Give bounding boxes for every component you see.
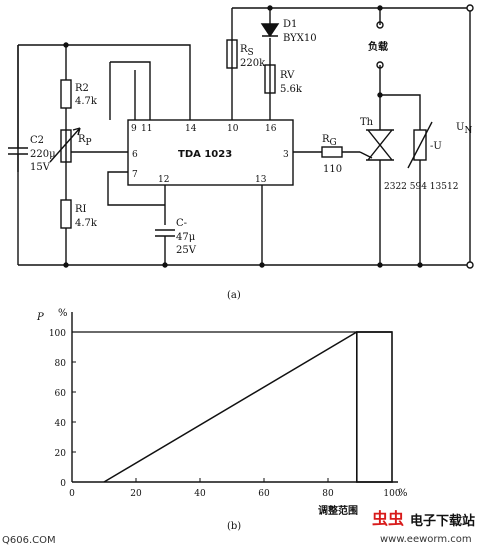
d1-name: D1 [283,19,297,30]
r1-value: 4.7k [75,218,98,229]
load-terminal-top [376,21,384,29]
c-value2: 25V [176,245,197,256]
x-tick-label: 60 [258,489,270,499]
r2-value: 4.7k [75,96,98,107]
wire-pin7 [107,171,165,206]
rs-resistor [226,39,238,69]
c2-name: C2 [30,135,44,146]
rg-resistor [321,146,343,158]
caption-b: (b) [227,521,241,532]
rs-value: 220k [240,58,266,69]
c-capacitor [155,229,175,265]
thermistor-arrow [407,121,433,169]
graph: 0 20 40 60 80 100 0 20 40 60 80 100 P % % 调整范围 (b) [36,308,408,532]
rp-potentiometer [60,129,72,163]
r2-resistor [60,79,72,109]
y-tick-label: 0 [60,479,66,489]
circuit-labels: TDA 1023 11 14 10 16 9 6 7 12 13 3 D1 BY… [30,19,472,301]
un-name: UN [456,122,472,136]
rv-resistor [264,64,276,94]
un-terminal-bottom [466,261,474,269]
y-axis-unit: % [58,308,68,319]
c2-value1: 220μ [30,149,56,160]
thermistor-label: -U [430,141,442,152]
pin-11-label: 11 [141,124,152,134]
ic-name: TDA 1023 [178,149,232,160]
watermark-left: Q606.COM [2,535,56,545]
watermark-title: 电子下载站 [410,513,475,529]
pin-7-label: 7 [132,170,138,180]
power-curve [103,331,392,483]
plot-area: 0 20 40 60 80 100 0 20 40 60 80 100 [49,312,401,499]
c-name: C- [176,218,187,229]
un-terminal-top [466,4,474,12]
pin-16-label: 16 [265,124,277,134]
wire-top-rail [18,44,191,120]
pin-12-label: 12 [158,175,169,185]
wire-thermistor [380,94,421,265]
x-tick-label: 20 [130,489,142,499]
x-axis-unit: % [398,488,408,499]
x-tick-label: 0 [69,489,75,499]
rg-value: 110 [323,164,342,175]
rp-arrow [49,127,81,163]
x-tick-label: 40 [194,489,206,499]
thermistor [413,129,427,161]
d1-diode [260,23,280,38]
rg-name: RG [322,134,337,148]
th-name: Th [360,117,374,128]
y-axis-symbol: P [36,312,44,323]
pin-3-label: 3 [283,150,289,160]
r2-name: R2 [75,83,89,94]
y-tick-label: 20 [55,449,67,459]
y-tick-label: 40 [55,419,67,429]
c2-capacitor [8,130,28,172]
y-tick-label: 100 [49,329,66,339]
pin-14-label: 14 [185,124,197,134]
r1-resistor [60,199,72,229]
thermistor-part: 2322 594 13512 [384,182,458,192]
x-axis-label: 调整范围 [318,504,358,517]
regulation-box [355,331,393,483]
pin-10-label: 10 [227,124,239,134]
watermark-logo: 虫虫 [372,509,404,528]
d1-part: BYX10 [283,33,317,44]
x-tick-label: 100 [383,489,400,499]
rs-name: RS [240,44,254,58]
y-tick-label: 60 [55,389,67,399]
circuit-diagram [8,4,474,269]
wire-pin11-top [110,61,151,120]
pin-6-label: 6 [132,150,138,160]
watermarks: Q606.COM 虫虫 电子下载站 www.eeworm.com [2,509,475,545]
watermark-url: www.eeworm.com [380,534,472,545]
pin-9-label: 9 [131,124,137,134]
pin-13-label: 13 [255,175,267,185]
triac [359,129,394,161]
c2-value2: 15V [30,162,51,173]
caption-a: (a) [227,290,241,301]
rv-name: RV [280,70,295,81]
c-value1: 47μ [176,232,196,243]
junctions [63,5,423,268]
load-label: 负载 [368,40,388,53]
r1-name: RI [75,204,87,215]
load-terminal-bottom [376,61,384,69]
rp-name: RP [78,134,92,148]
y-tick-label: 80 [55,359,67,369]
x-tick-label: 80 [322,489,334,499]
rv-value: 5.6k [280,84,303,95]
